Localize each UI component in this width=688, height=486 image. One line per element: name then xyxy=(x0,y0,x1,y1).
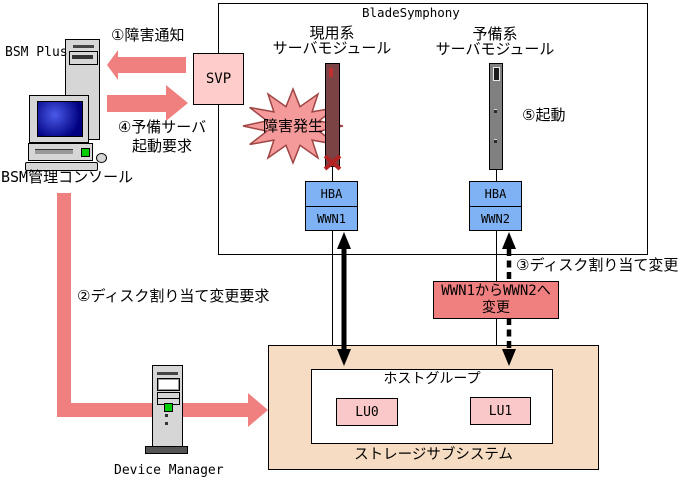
active-module-label-line2: サーバモジュール xyxy=(272,39,392,57)
pc-desktop-unit-icon xyxy=(28,143,93,161)
wwn-change-box: WWN1からWWN2へ 変更 xyxy=(433,281,559,319)
lu0-box: LU0 xyxy=(336,398,398,426)
wwn-change-line2: 変更 xyxy=(482,300,510,316)
standby-blade-icon xyxy=(489,63,503,170)
pc-unit-slot xyxy=(35,149,73,154)
lu0-label: LU0 xyxy=(355,404,379,420)
wwn-change-line1: WWN1からWWN2へ xyxy=(441,283,551,299)
pc-unit-led xyxy=(81,148,90,157)
hba2-label: HBA xyxy=(470,182,521,207)
device-manager-label: Device Manager xyxy=(114,463,224,478)
pc-screen xyxy=(37,101,83,137)
svp-label: SVP xyxy=(205,71,232,87)
dm-tower-base xyxy=(145,446,188,454)
wwn2-label: WWN2 xyxy=(481,212,510,226)
device-manager-icon xyxy=(145,363,190,458)
step1-label: ①障害通知 xyxy=(111,26,185,44)
pc-tower-drive-bay xyxy=(69,51,98,65)
storage-subsystem-label: ストレージサブシステム xyxy=(354,447,513,463)
wwn2-path-arrowhead-top xyxy=(502,232,516,249)
step2-label: ②ディスク割り当て変更要求 xyxy=(77,287,270,305)
bladesymphony-title: BladeSymphony xyxy=(362,5,460,20)
pc-tower-vent xyxy=(73,45,94,48)
disk-change-request-arrow xyxy=(57,193,268,427)
bsm-console-icon xyxy=(20,35,112,175)
bsm-plus-label: BSM Plus xyxy=(5,45,68,60)
wwn1-label: WWN1 xyxy=(317,212,346,226)
wwn1-path-arrowhead-top xyxy=(337,232,351,249)
hba1-label: HBA xyxy=(306,182,357,207)
dm-dot xyxy=(165,422,168,425)
failure-starburst xyxy=(242,86,344,166)
wwn1-path-arrowhead-bottom xyxy=(337,349,351,366)
lu1-box: LU1 xyxy=(470,397,531,425)
active-blade-led xyxy=(329,68,333,77)
active-blade-icon xyxy=(325,63,340,167)
svp-box: SVP xyxy=(193,53,244,105)
pc-mouse-icon xyxy=(96,153,107,163)
active-module-label-line1: 現用系 xyxy=(309,24,355,42)
dm-led xyxy=(164,403,173,412)
failure-notify-arrow xyxy=(107,50,186,80)
dm-panel xyxy=(157,378,180,391)
step5-label: ⑤起動 xyxy=(522,106,566,124)
standby-module-label-line2: サーバモジュール xyxy=(435,40,555,58)
dm-tower-body xyxy=(152,365,183,447)
hba1-box: HBA WWN1 xyxy=(305,181,358,231)
standby-start-arrow xyxy=(107,85,188,121)
standby-blade-slot xyxy=(493,67,500,81)
pc-monitor-icon xyxy=(29,95,89,143)
wwn2-path-arrowhead-bottom xyxy=(502,349,516,366)
standby-module-label-line1: 予備系 xyxy=(472,25,518,43)
failure-x-icon xyxy=(323,154,342,171)
step4-label-line2: 起動要求 xyxy=(131,137,192,155)
failure-burst-label: 障害発生 xyxy=(262,117,323,135)
step3-label: ③ディスク割り当て変更 xyxy=(516,256,679,274)
step4-label-line1: ④予備サーバ xyxy=(117,118,207,136)
host-group-label: ホストグループ xyxy=(383,371,481,387)
standby-blade-dot xyxy=(494,139,497,143)
standby-blade-dot xyxy=(494,109,497,113)
bsm-console-label: BSM管理コンソール xyxy=(1,168,134,186)
lu1-label: LU1 xyxy=(488,403,513,419)
pc-keyboard-icon xyxy=(25,162,98,171)
dm-vent xyxy=(157,372,178,375)
dm-dot xyxy=(165,414,168,417)
hba2-box: HBA WWN2 xyxy=(469,181,522,231)
